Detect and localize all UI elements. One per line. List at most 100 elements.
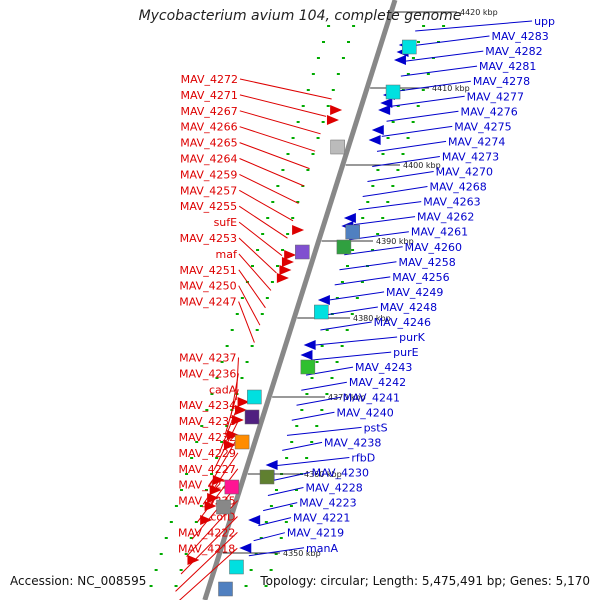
tick-mark xyxy=(406,73,410,75)
tick-mark xyxy=(320,409,324,411)
tick-mark xyxy=(184,553,188,555)
gene-label-MAV_4255: MAV_4255 xyxy=(180,200,237,213)
gene-label-MAV_4277: MAV_4277 xyxy=(467,90,524,103)
gene-leader xyxy=(310,351,392,361)
tick-mark xyxy=(279,537,283,539)
tick-mark xyxy=(289,505,293,507)
reverse-gene-arrow xyxy=(371,125,384,135)
gene-label-MAV_4271: MAV_4271 xyxy=(181,89,238,102)
tick-mark xyxy=(386,137,390,139)
gene-label-MAV_4282: MAV_4282 xyxy=(485,45,542,58)
tick-mark xyxy=(275,265,279,267)
gene-leader xyxy=(315,336,398,346)
gene-leader xyxy=(258,517,292,527)
forward-gene-arrow xyxy=(200,515,213,525)
forward-gene-arrow xyxy=(237,397,250,407)
tick-mark xyxy=(240,297,244,299)
map-title: Mycobacterium avium 104, complete genome xyxy=(138,8,462,24)
tick-mark xyxy=(281,249,285,251)
tick-mark xyxy=(327,25,331,27)
gene-label-MAV_4283: MAV_4283 xyxy=(491,30,548,43)
tick-mark xyxy=(149,585,153,587)
tick-mark xyxy=(225,425,229,427)
gene-leader xyxy=(253,532,285,542)
tick-mark xyxy=(290,441,294,443)
forward-gene-arrow xyxy=(330,105,343,115)
gene-label-MAV_4249: MAV_4249 xyxy=(386,286,443,299)
gene-label-MAV_4272: MAV_4272 xyxy=(181,73,238,86)
gene-leader xyxy=(296,396,341,406)
gene-leader xyxy=(286,426,362,436)
gene-label-cadA: cadA xyxy=(209,383,237,396)
tick-mark xyxy=(281,169,285,171)
tick-mark xyxy=(422,25,426,27)
tick-mark xyxy=(185,473,189,475)
reverse-gene-arrow xyxy=(248,515,261,525)
gene-leader xyxy=(339,261,397,271)
tick-mark xyxy=(355,297,359,299)
gene-label-MAV_4251: MAV_4251 xyxy=(179,264,236,277)
gene-block xyxy=(330,139,345,155)
gene-block xyxy=(247,389,262,405)
reverse-gene-arrow xyxy=(300,350,313,360)
reverse-gene-arrow xyxy=(317,295,330,305)
scale-label: 4400 kbp xyxy=(403,161,441,170)
tick-mark xyxy=(169,521,173,523)
gene-leader xyxy=(263,502,298,512)
tick-mark xyxy=(205,409,209,411)
scale-label: 4370 kbp xyxy=(328,393,366,402)
gene-block xyxy=(345,224,360,240)
tick-mark xyxy=(310,377,314,379)
gene-label-MAV_4233: MAV_4233 xyxy=(179,415,236,428)
gene-leader xyxy=(325,306,378,316)
gene-leader xyxy=(358,201,422,211)
gene-leader xyxy=(391,95,465,107)
tick-mark xyxy=(190,457,194,459)
tick-mark xyxy=(220,441,224,443)
gene-leader xyxy=(248,547,305,557)
reverse-gene-arrow xyxy=(378,105,391,115)
gene-label-MAV_4276: MAV_4276 xyxy=(460,105,517,118)
gene-block xyxy=(259,469,275,485)
scale-label: 4360 kbp xyxy=(304,470,342,479)
tick-mark xyxy=(179,489,183,491)
tick-mark xyxy=(371,249,375,251)
forward-gene-arrow xyxy=(207,493,220,503)
gene-leader xyxy=(239,110,321,135)
tick-mark xyxy=(296,121,300,123)
gene-leader xyxy=(224,389,239,435)
gene-label-MAV_4236: MAV_4236 xyxy=(179,367,236,380)
tick-mark xyxy=(325,393,329,395)
tick-mark xyxy=(235,313,239,315)
tick-mark xyxy=(426,73,430,75)
tick-mark xyxy=(245,361,249,363)
gene-block xyxy=(402,39,417,55)
tick-mark xyxy=(270,281,274,283)
gene-leader xyxy=(267,487,304,497)
tick-mark xyxy=(411,57,415,59)
tick-mark xyxy=(210,473,214,475)
gene-label-MAV_4261: MAV_4261 xyxy=(411,226,468,239)
tick-mark xyxy=(261,233,265,235)
tick-mark xyxy=(306,89,310,91)
gene-label-MAV_4262: MAV_4262 xyxy=(417,211,474,224)
gene-label-MAV_4256: MAV_4256 xyxy=(392,271,449,284)
gene-label-MAV_4240: MAV_4240 xyxy=(336,406,393,419)
gene-leader xyxy=(344,246,403,256)
gene-label-rfbD: rfbD xyxy=(351,451,375,464)
tick-mark xyxy=(291,217,295,219)
tick-mark xyxy=(266,217,270,219)
gene-leader xyxy=(400,65,478,77)
tick-mark xyxy=(274,553,278,555)
tick-mark xyxy=(361,217,365,219)
tick-mark xyxy=(254,553,258,555)
tick-mark xyxy=(341,57,345,59)
tick-mark xyxy=(296,201,300,203)
gene-label-sufE: sufE xyxy=(214,216,238,229)
gene-label-MAV_4221: MAV_4221 xyxy=(293,512,350,525)
tick-mark xyxy=(286,233,290,235)
tick-mark xyxy=(204,489,208,491)
gene-block xyxy=(295,244,310,260)
gene-leader xyxy=(238,301,255,343)
tick-mark xyxy=(396,169,400,171)
